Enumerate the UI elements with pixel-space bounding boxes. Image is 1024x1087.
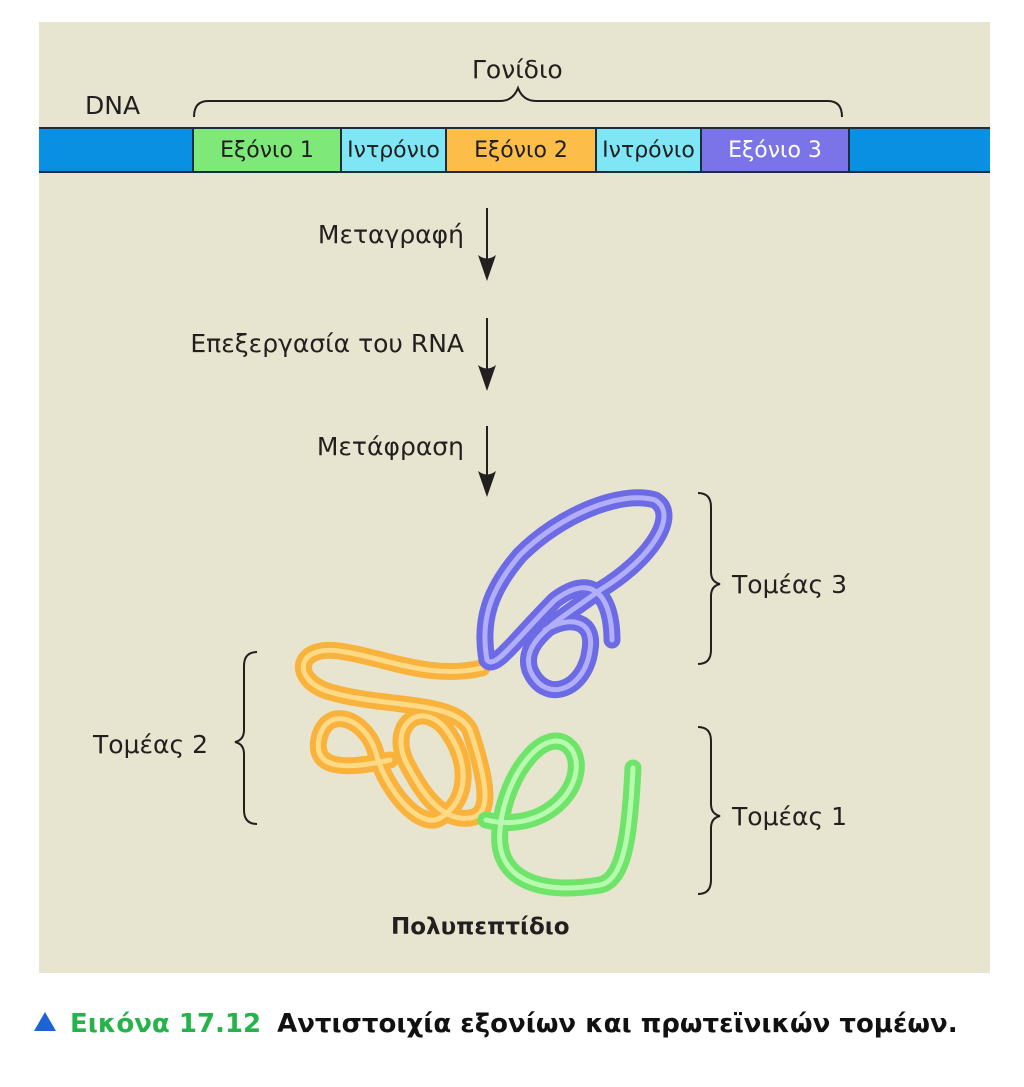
gene-label: Γονίδιο (472, 55, 563, 84)
dna-label: DNA (85, 91, 141, 120)
domain-1-label: Τομέας 1 (732, 802, 847, 831)
polypeptide-label: Πολυπεπτίδιο (391, 914, 570, 940)
figure-caption: Εικόνα 17.12 Αντιστοιχία εξονίων και πρωτ… (34, 1007, 958, 1041)
intron-1-segment: Ιντρόνιο (340, 127, 447, 173)
domain-2-coil (294, 641, 494, 829)
exon-3-segment: Εξόνιο 3 (700, 127, 850, 173)
domain-2-label: Τομέας 2 (93, 730, 208, 759)
intron-2-segment: Ιντρόνιο (595, 127, 702, 173)
exon-1-segment: Εξόνιο 1 (192, 127, 342, 173)
domain-3-coil (476, 489, 673, 699)
domain-3-brace (697, 492, 721, 665)
domain-2-brace (234, 651, 258, 825)
arrow-translation (478, 426, 496, 497)
domain-1-coil (477, 732, 642, 897)
gene-brace (193, 85, 843, 118)
arrow-rna-processing (478, 318, 496, 391)
step-transcription-label: Μεταγραφή (317, 220, 464, 249)
domain-3-label: Τομέας 3 (732, 570, 847, 599)
domain-1-brace (697, 726, 721, 895)
triangle-icon (34, 1012, 56, 1031)
step-translation-label: Μετάφραση (316, 432, 464, 461)
caption-text: Αντιστοιχία εξονίων και πρωτεϊνικών τομέ… (277, 1009, 958, 1039)
figure-number: Εικόνα 17.12 (70, 1009, 262, 1039)
step-rna-processing-label: Επεξεργασία του RNA (190, 329, 464, 358)
arrow-transcription (478, 208, 496, 281)
exon-2-segment: Εξόνιο 2 (445, 127, 597, 173)
